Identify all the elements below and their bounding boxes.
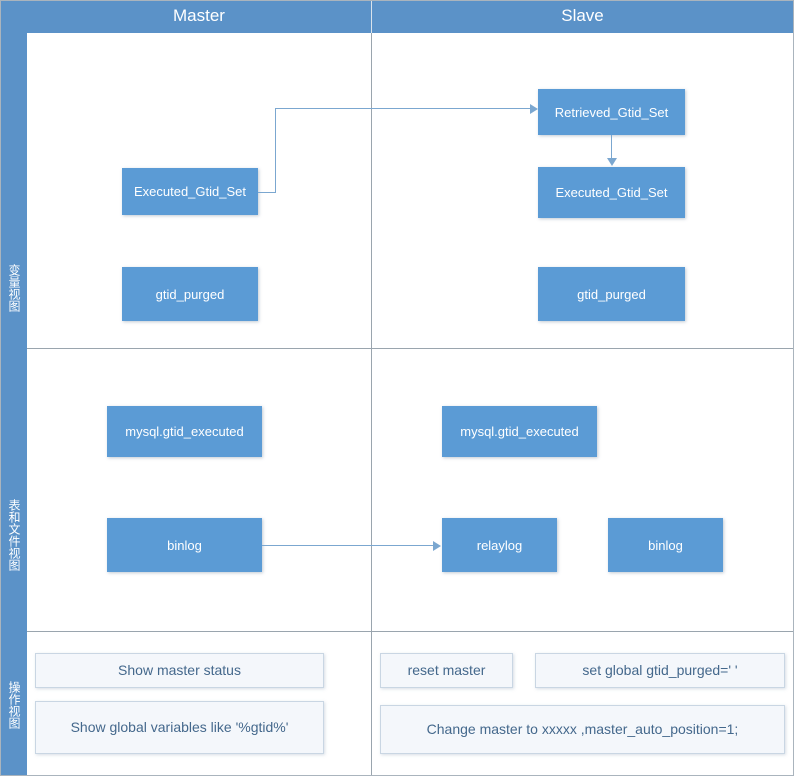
connector-arrowhead-executed xyxy=(607,158,617,166)
box-label: relaylog xyxy=(476,537,523,553)
box-label: gtid_purged xyxy=(155,286,225,302)
command-set-global-gtid-purged[interactable]: set global gtid_purged=' ' xyxy=(535,653,785,688)
sidebar-strip xyxy=(1,1,27,775)
box-slave-gtid-purged[interactable]: gtid_purged xyxy=(538,267,685,321)
connector-master-to-slave-segment-1 xyxy=(258,192,276,193)
header-column-slave: Slave xyxy=(561,6,604,25)
box-master-gtid-purged[interactable]: gtid_purged xyxy=(122,267,258,321)
sidebar-section-label: 变量视图 xyxy=(7,263,21,312)
sidebar-section-variable-view: 变量视图 xyxy=(1,225,27,350)
box-label: binlog xyxy=(167,537,202,553)
command-label: Show global variables like '%gtid%' xyxy=(70,719,289,736)
box-slave-mysql-gtid-executed[interactable]: mysql.gtid_executed xyxy=(442,406,597,457)
connector-arrowhead-retrieved xyxy=(530,104,538,114)
command-reset-master[interactable]: reset master xyxy=(380,653,513,688)
sidebar-section-table-file-view: 表和文件视图 xyxy=(1,440,27,630)
box-slave-retrieved-gtid-set[interactable]: Retrieved_Gtid_Set xyxy=(538,89,685,135)
box-label: gtid_purged xyxy=(577,286,646,302)
connector-binlog-to-relaylog xyxy=(262,545,434,546)
command-show-global-variables[interactable]: Show global variables like '%gtid%' xyxy=(35,701,324,754)
connector-master-to-slave-segment-3 xyxy=(275,108,531,109)
header-bar xyxy=(27,1,793,34)
command-label: set global gtid_purged=' ' xyxy=(582,662,738,679)
command-label: Change master to xxxxx ,master_auto_posi… xyxy=(426,721,739,738)
box-master-mysql-gtid-executed[interactable]: mysql.gtid_executed xyxy=(107,406,262,457)
section-divider-table-operation xyxy=(27,631,793,632)
command-label: Show master status xyxy=(118,662,241,679)
box-label: mysql.gtid_executed xyxy=(460,424,579,439)
sidebar-section-label: 表和文件视图 xyxy=(7,499,21,571)
box-label: binlog xyxy=(648,537,683,553)
diagram-body: Executed_Gtid_Set gtid_purged Retrieved_… xyxy=(27,33,793,775)
command-change-master-to[interactable]: Change master to xxxxx ,master_auto_posi… xyxy=(380,705,785,754)
box-master-executed-gtid-set[interactable]: Executed_Gtid_Set xyxy=(122,168,258,215)
command-show-master-status[interactable]: Show master status xyxy=(35,653,324,688)
connector-arrowhead-relaylog xyxy=(433,541,441,551)
header-column-divider xyxy=(371,1,372,33)
box-label: mysql.gtid_executed xyxy=(125,424,244,439)
box-label: Executed_Gtid_Set xyxy=(555,185,668,200)
box-slave-binlog[interactable]: binlog xyxy=(608,518,723,572)
connector-retrieved-to-executed xyxy=(611,135,612,159)
section-divider-variable-table xyxy=(27,348,793,349)
box-label: Executed_Gtid_Set xyxy=(133,184,247,199)
column-divider-vertical xyxy=(371,33,372,631)
column-divider-vertical-bottom xyxy=(371,631,372,775)
sidebar-section-operation-view: 操作视图 xyxy=(1,640,27,770)
sidebar-section-label: 操作视图 xyxy=(7,681,21,729)
box-slave-relaylog[interactable]: relaylog xyxy=(442,518,557,572)
connector-master-to-slave-segment-2 xyxy=(275,108,276,193)
header-column-master: Master xyxy=(173,6,225,25)
box-slave-executed-gtid-set[interactable]: Executed_Gtid_Set xyxy=(538,167,685,218)
box-master-binlog[interactable]: binlog xyxy=(107,518,262,572)
command-label: reset master xyxy=(407,662,486,679)
box-label: Retrieved_Gtid_Set xyxy=(554,104,669,120)
